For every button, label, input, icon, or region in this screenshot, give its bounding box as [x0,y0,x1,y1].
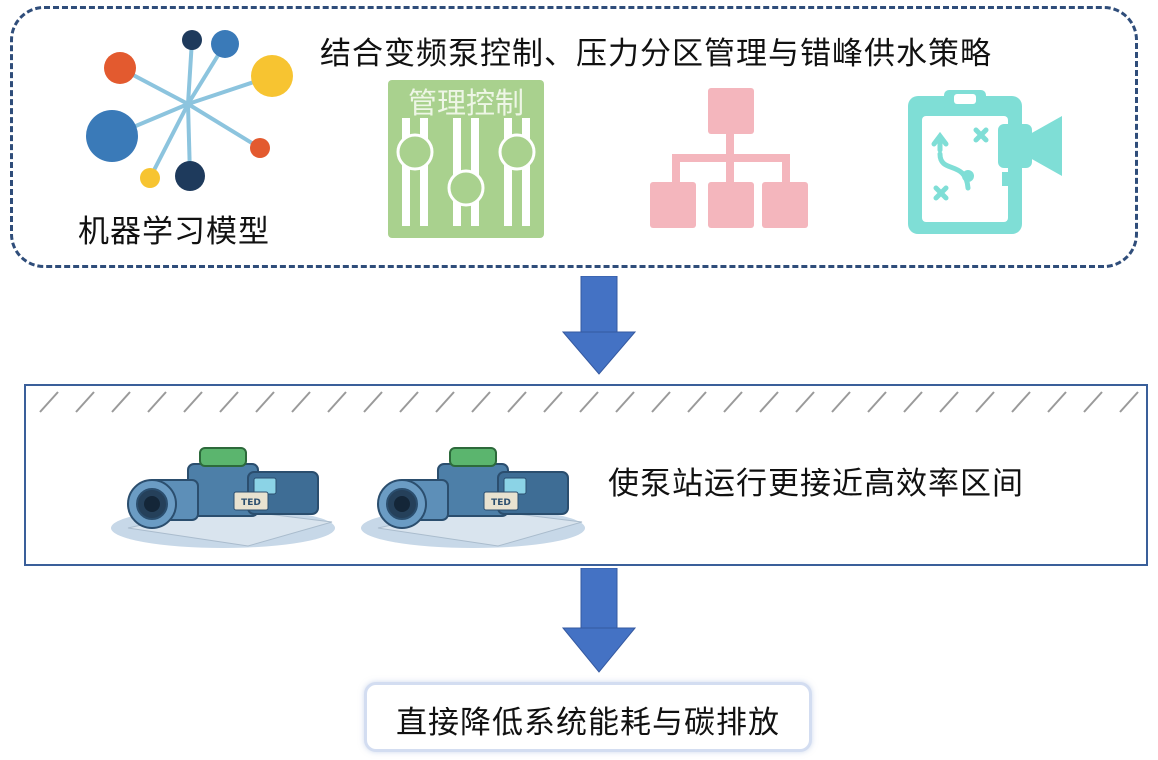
hatch-stroke [1083,391,1103,413]
hatch-stroke [147,391,167,413]
hatch-stroke [795,391,815,413]
network-graph-icon [86,30,293,191]
strategy-panel [10,6,1138,268]
hatch-stroke [39,391,59,413]
hatch-stroke [183,391,203,413]
down-arrow-icon [561,568,637,673]
hatch-stroke [543,391,563,413]
management-control-label: 管理控制 [407,86,524,120]
hatch-stroke [903,391,923,413]
pump-icon: TED [111,447,335,548]
result-box: 直接降低系统能耗与碳排放 [364,682,812,752]
hatch-stroke [327,391,347,413]
hatch-stroke [723,391,743,413]
efficiency-text: 使泵站运行更接近高效率区间 [608,466,1024,502]
hatch-stroke [579,391,599,413]
pump-icon: TED [361,447,585,548]
hatch-stroke [651,391,671,413]
pump-badge: TED [241,498,261,508]
hatch-stroke [831,391,851,413]
pump-station-panel: TED TED 使泵站运行更接近高效率区间 [24,384,1148,566]
hatch-stroke [291,391,311,413]
hatch-stroke [471,391,491,413]
hatch-stroke [1047,391,1067,413]
hatch-stroke [255,391,275,413]
hatch-stroke [759,391,779,413]
down-arrow-icon [561,276,637,375]
result-text: 直接降低系统能耗与碳排放 [396,705,780,741]
strategy-title: 结合变频泵控制、压力分区管理与错峰供水策略 [320,36,992,72]
ml-model-label: 机器学习模型 [78,214,270,250]
hatch-stroke [687,391,707,413]
hatch-pattern [39,391,1139,413]
hatch-stroke [867,391,887,413]
hatch-stroke [615,391,635,413]
hatch-stroke [1011,391,1031,413]
hatch-stroke [939,391,959,413]
clipboard-strategy-icon [908,90,1062,234]
hatch-stroke [75,391,95,413]
hatch-stroke [975,391,995,413]
hatch-stroke [435,391,455,413]
mixer-sliders-icon [388,80,544,238]
hatch-stroke [507,391,527,413]
org-chart-icon [650,88,808,228]
hatch-stroke [1119,391,1139,413]
hatch-stroke [219,391,239,413]
hatch-stroke [399,391,419,413]
pump-badge: TED [491,498,511,508]
hatch-stroke [363,391,383,413]
hatch-stroke [111,391,131,413]
